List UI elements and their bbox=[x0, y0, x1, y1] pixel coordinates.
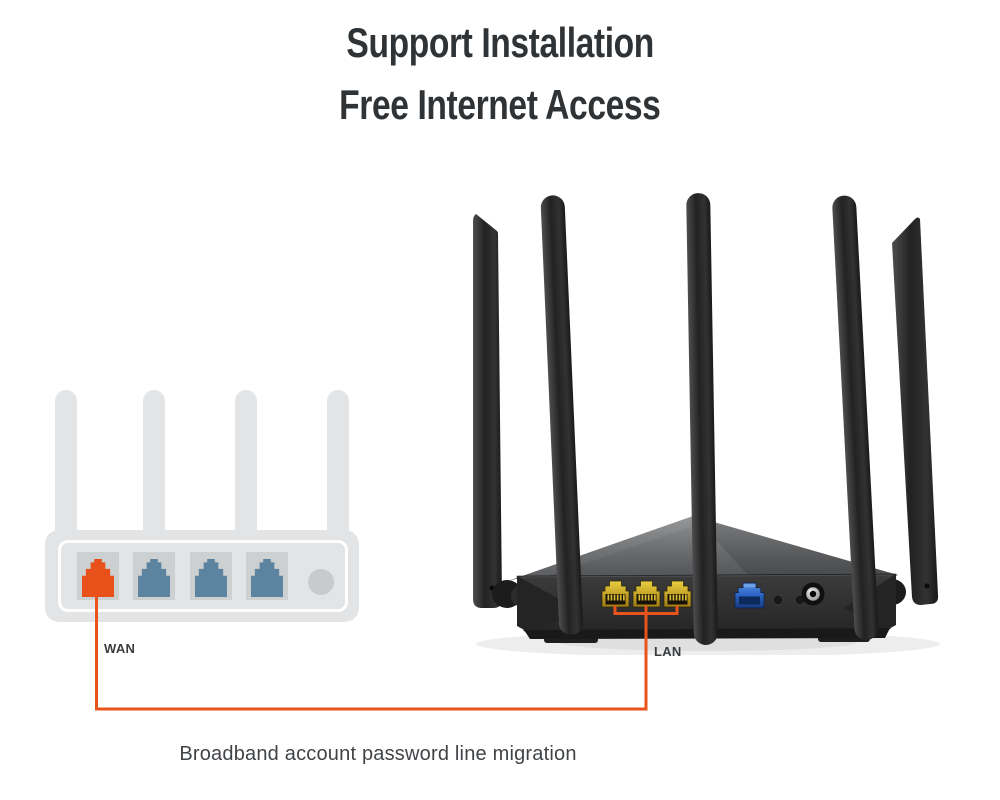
modem-wan-port bbox=[77, 552, 119, 600]
title-line-2: Free Internet Access bbox=[339, 81, 661, 128]
router-antenna-icon bbox=[540, 195, 583, 636]
lan-label: LAN bbox=[654, 644, 682, 659]
modem-lan-port bbox=[246, 552, 288, 600]
router-antenna-icon bbox=[686, 193, 718, 646]
wan-label: WAN bbox=[104, 641, 136, 656]
diagram-caption: Broadband account password line migratio… bbox=[179, 743, 577, 765]
router-antenna-icon bbox=[832, 195, 879, 641]
target-router-photo bbox=[473, 193, 940, 655]
page-title: Support Installation Free Internet Acces… bbox=[0, 20, 1000, 128]
source-modem-illustration bbox=[44, 390, 364, 630]
power-jack-icon bbox=[801, 582, 825, 606]
wps-button-icon bbox=[772, 594, 784, 606]
wan-port-blue bbox=[734, 582, 765, 609]
modem-antenna-icon bbox=[327, 390, 349, 536]
title-line-1: Support Installation bbox=[346, 19, 654, 66]
modem-antenna-icon bbox=[235, 390, 257, 536]
router-antenna-right-icon bbox=[892, 217, 939, 605]
lan-plug-icon bbox=[251, 559, 283, 597]
modem-lan-port bbox=[190, 552, 232, 600]
lan-plug-icon bbox=[138, 559, 170, 597]
modem-antenna-icon bbox=[55, 390, 77, 536]
wan-plug-icon bbox=[82, 559, 114, 597]
modem-antenna-icon bbox=[143, 390, 165, 536]
lan-plug-icon bbox=[195, 559, 227, 597]
modem-reset-dot-icon bbox=[308, 569, 334, 595]
router-antenna-left-icon bbox=[473, 214, 502, 608]
antenna-screw-hole bbox=[924, 583, 930, 589]
modem-lan-port bbox=[133, 552, 175, 600]
